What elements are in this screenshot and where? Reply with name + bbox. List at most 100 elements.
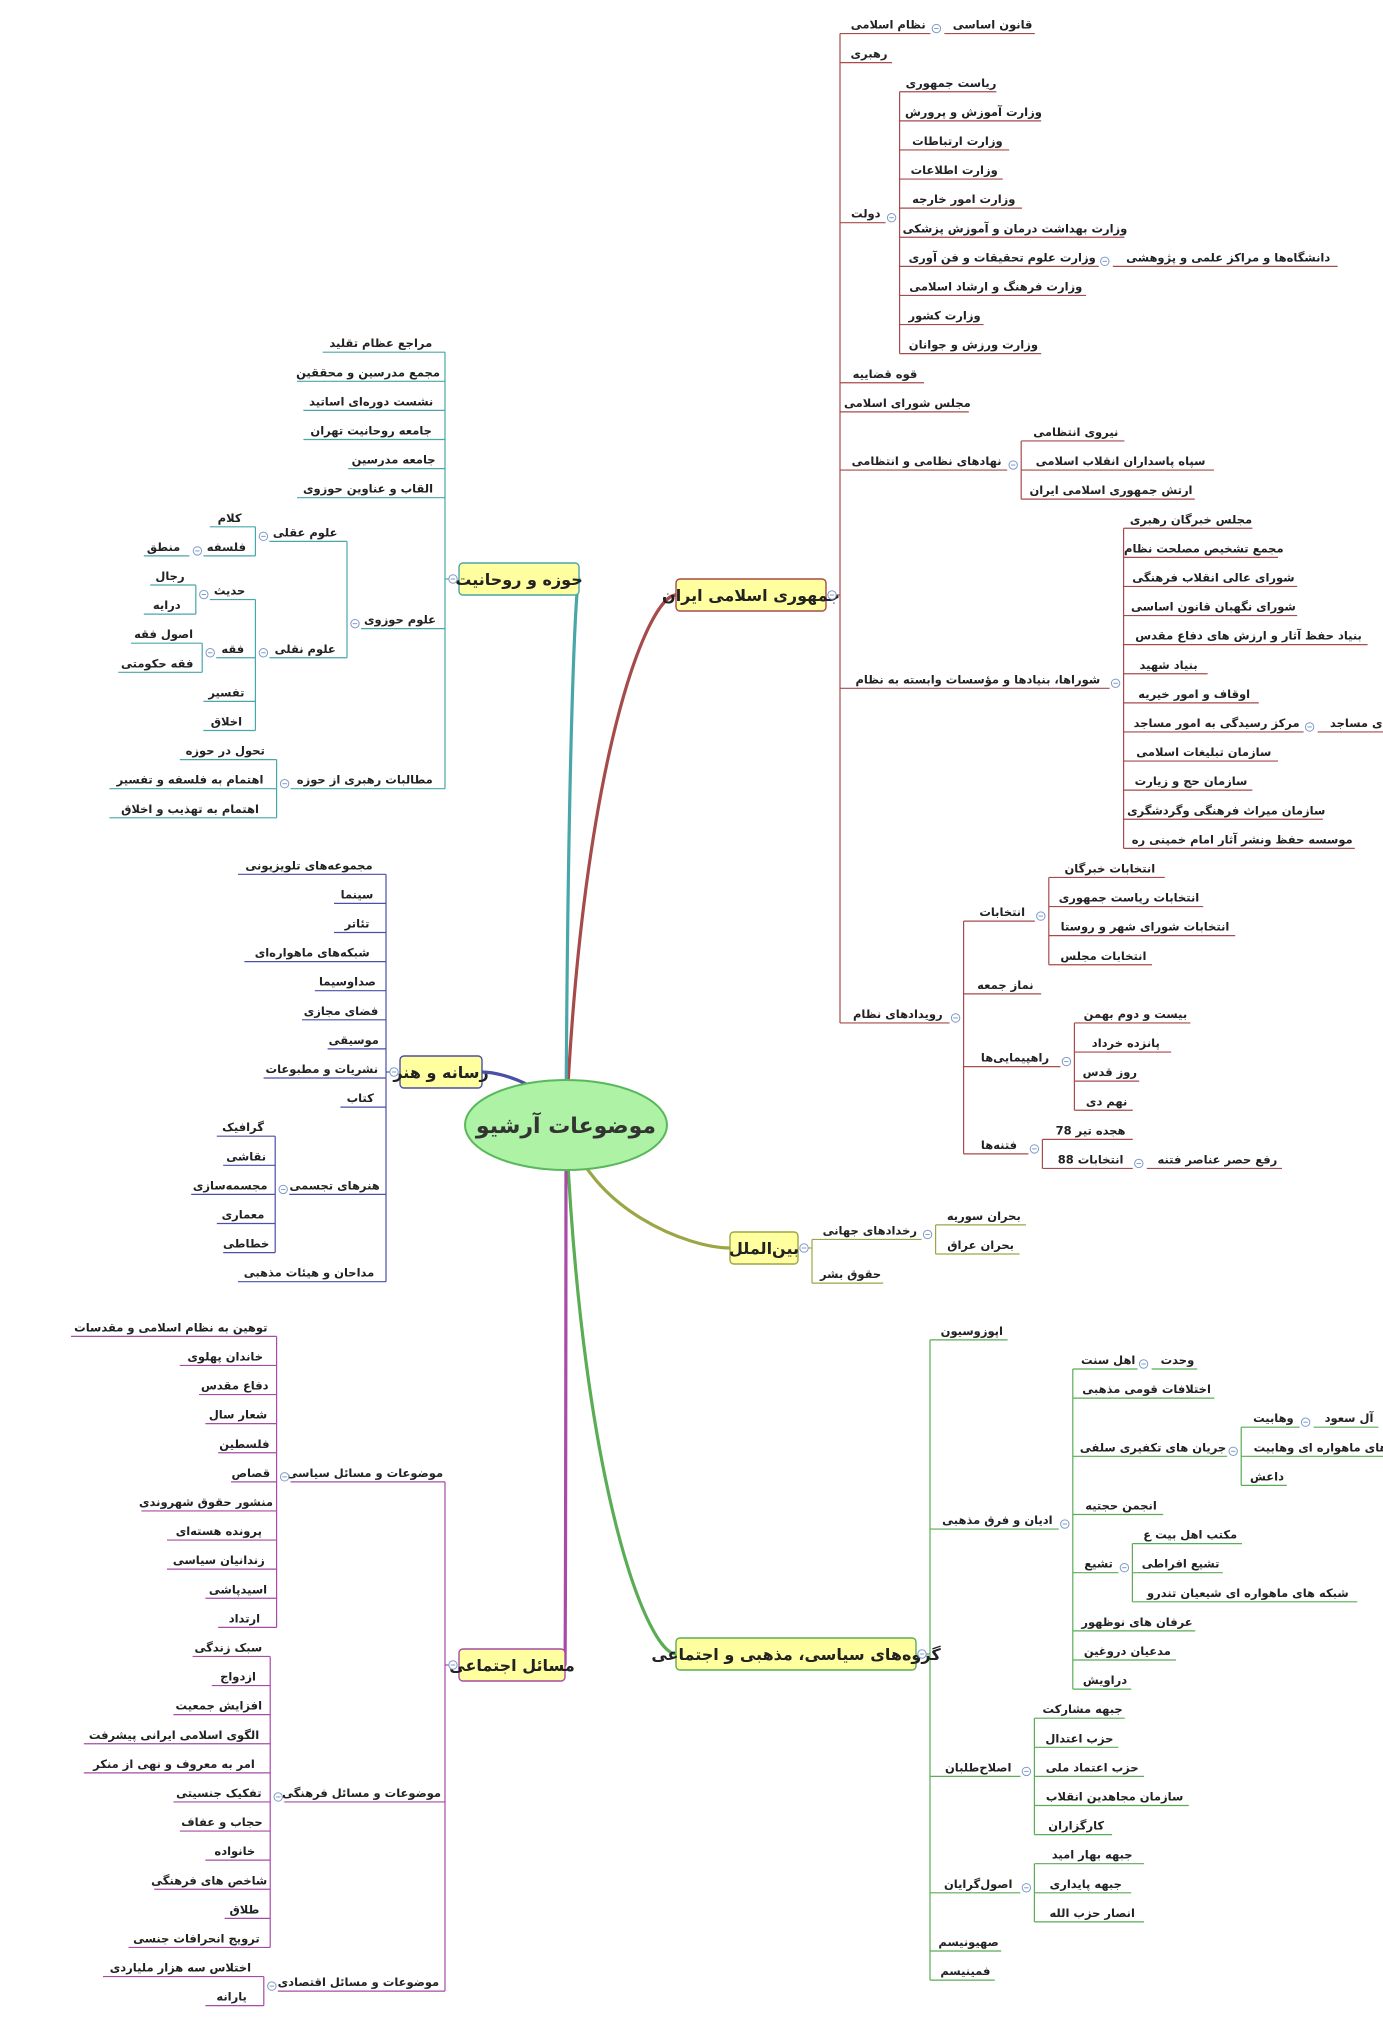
collapse-toggle-icon[interactable] bbox=[1021, 1766, 1032, 1777]
collapse-toggle-icon[interactable] bbox=[448, 1660, 458, 1670]
collapse-toggle-icon[interactable] bbox=[448, 574, 458, 584]
collapse-toggle-icon[interactable] bbox=[350, 618, 360, 629]
collapse-toggle-icon[interactable] bbox=[279, 779, 290, 789]
topic-افزایش-جمعیت[interactable]: افزایش جمعیت bbox=[173, 1699, 271, 1716]
topic-پرونده-هسته-ای[interactable]: پرونده هسته‌ای bbox=[167, 1524, 277, 1541]
topic-هجده-تیر-78[interactable]: هجده تیر 78 bbox=[1042, 1123, 1133, 1140]
topic-تشیع[interactable]: تشیع bbox=[1072, 1557, 1119, 1574]
topic-نیروی-انتظامی[interactable]: نیروی انتظامی bbox=[1021, 425, 1125, 442]
topic-مرکز-رسیدگی-به-امور-مساجد[interactable]: مرکز رسیدگی به امور مساجد bbox=[1123, 716, 1304, 733]
topic-وحدت[interactable]: وحدت bbox=[1151, 1353, 1198, 1370]
topic-تفکیک-جنسیتی[interactable]: تفکیک جنسیتی bbox=[173, 1786, 271, 1803]
topic-وهابیت[interactable]: وهابیت bbox=[1241, 1411, 1300, 1428]
topic-منطق[interactable]: منطق bbox=[143, 540, 190, 557]
collapse-toggle-icon[interactable] bbox=[1300, 1417, 1311, 1427]
topic-اختلافات-قومی-مذهبی[interactable]: اختلافات قومی مذهبی bbox=[1072, 1382, 1215, 1399]
topic-مداحان-و-هیئات-مذهبی[interactable]: مداحان و هیئات مذهبی bbox=[238, 1266, 386, 1283]
collapse-toggle-icon[interactable] bbox=[931, 23, 942, 34]
main-topic-حوزه-و-روحانیت[interactable]: حوزه و روحانیت bbox=[455, 562, 583, 596]
topic-شعار-سال[interactable]: شعار سال bbox=[205, 1408, 277, 1425]
topic-گرافیک[interactable]: گرافیک bbox=[216, 1120, 276, 1137]
topic-سپاه-پاسداران-انقلاب-اسلامی[interactable]: سپاه پاسداران انقلاب اسلامی bbox=[1021, 454, 1214, 471]
topic-حزب-اعتماد-ملی[interactable]: حزب اعتماد ملی bbox=[1034, 1760, 1144, 1778]
topic-انصار-حزب-الله[interactable]: انصار حزب الله bbox=[1034, 1906, 1144, 1923]
topic-انتخابات-مجلس[interactable]: انتخابات مجلس bbox=[1048, 949, 1152, 966]
topic-ارتداد[interactable]: ارتداد bbox=[218, 1611, 277, 1628]
central-topic-bubble[interactable] bbox=[464, 1079, 668, 1171]
topic-اهتمام-به-تهذیب-و-اخلاق[interactable]: اهتمام به تهذیب و اخلاق bbox=[109, 802, 277, 819]
topic-وزارت-اطلاعات[interactable]: وزارت اطلاعات bbox=[899, 163, 1003, 180]
collapse-toggle-icon[interactable] bbox=[389, 1067, 399, 1077]
topic-بنیاد-حفظ-آثار-و-ارزش-های-دفاع-مقدس[interactable]: بنیاد حفظ آثار و ارزش های دفاع مقدس bbox=[1123, 629, 1368, 646]
topic-جامعه-مدرسین[interactable]: جامعه مدرسین bbox=[348, 453, 445, 470]
collapse-toggle-icon[interactable] bbox=[258, 648, 269, 658]
topic-وزارت-آموزش-و-پرورش[interactable]: وزارت آموزش و پرورش bbox=[899, 105, 1042, 122]
topic-علوم-عقلی[interactable]: علوم عقلی bbox=[269, 525, 347, 542]
topic-شورای-عالی-انقلاب-فرهنگی[interactable]: شورای عالی انقلاب فرهنگی bbox=[1123, 570, 1298, 588]
topic-مجلس-شورای-اسلامی[interactable]: مجلس شورای اسلامی bbox=[840, 396, 971, 413]
collapse-toggle-icon[interactable] bbox=[827, 590, 837, 600]
topic-انجمن-حجتیه[interactable]: انجمن حجتیه bbox=[1072, 1499, 1164, 1516]
main-topic-مسائل-اجتماعی[interactable]: مسائل اجتماعی bbox=[449, 1648, 575, 1682]
topic-انتخابات-88[interactable]: انتخابات 88 bbox=[1042, 1152, 1133, 1170]
topic-قانون-اساسی[interactable]: قانون اساسی bbox=[944, 18, 1035, 35]
topic-بیست-و-دوم-بهمن[interactable]: بیست و دوم بهمن bbox=[1074, 1007, 1191, 1024]
topic-علوم-حوزوی[interactable]: علوم حوزوی bbox=[361, 613, 445, 630]
topic-فضای-مجازی[interactable]: فضای مجازی bbox=[302, 1004, 386, 1021]
topic-مجلس-خبرگان-رهبری[interactable]: مجلس خبرگان رهبری bbox=[1123, 512, 1253, 529]
topic-دفاع-مقدس[interactable]: دفاع مقدس bbox=[199, 1379, 277, 1396]
topic-اوقاف-و-امور-خیریه[interactable]: اوقاف و امور خیریه bbox=[1123, 687, 1259, 704]
topic-قوه-قضاییه[interactable]: قوه قضاییه bbox=[840, 367, 924, 384]
collapse-toggle-icon[interactable] bbox=[1228, 1446, 1238, 1457]
topic-رجال[interactable]: رجال bbox=[150, 569, 196, 586]
topic-مکتب-اهل-بیت-ع[interactable]: مکتب اهل بیت ع bbox=[1132, 1528, 1242, 1545]
topic-اخلاق[interactable]: اخلاق bbox=[203, 715, 256, 732]
topic-حزب-اعتدال[interactable]: حزب اعتدال bbox=[1034, 1731, 1119, 1748]
topic-اپوزوسیون[interactable]: اپوزوسیون bbox=[930, 1324, 1008, 1341]
topic-علوم-نقلی[interactable]: علوم نقلی bbox=[269, 642, 347, 659]
collapse-toggle-icon[interactable] bbox=[1061, 1056, 1072, 1067]
main-topic-گروه-های-سیاسی،-مذهبی-و-اجتماعی[interactable]: گروه‌های سیاسی، مذهبی و اجتماعی bbox=[651, 1637, 941, 1671]
topic-ارتش-جمهوری-اسلامی-ایران[interactable]: ارتش جمهوری اسلامی ایران bbox=[1021, 483, 1195, 500]
topic-تفسیر[interactable]: تفسیر bbox=[203, 685, 256, 703]
topic-عرفان-های-نوظهور[interactable]: عرفان های نوظهور bbox=[1072, 1615, 1196, 1632]
topic-ریاست-جمهوری[interactable]: ریاست جمهوری bbox=[899, 76, 997, 93]
topic-کتاب[interactable]: کتاب bbox=[340, 1091, 386, 1108]
topic-وزارت-کشور[interactable]: وزارت کشور bbox=[899, 309, 984, 326]
collapse-toggle-icon[interactable] bbox=[1029, 1144, 1040, 1154]
topic-نشریات-و-مطبوعات[interactable]: نشریات و مطبوعات bbox=[263, 1062, 386, 1079]
collapse-toggle-icon[interactable] bbox=[1008, 460, 1018, 470]
topic-سازمان-میراث-فرهنگی-وگردشگری[interactable]: سازمان میراث فرهنگی وگردشگری bbox=[1123, 803, 1326, 820]
topic-بحران-سوریه[interactable]: بحران سوریه bbox=[935, 1209, 1026, 1226]
topic-نظام-اسلامی[interactable]: نظام اسلامی bbox=[840, 18, 931, 35]
topic-کانون-های-مساجد[interactable]: کانون‌های مساجد bbox=[1317, 716, 1383, 733]
topic-شبکه-های-ماهواره-ای-وهابیت[interactable]: شبکه های ماهواره ای وهابیت bbox=[1241, 1440, 1383, 1457]
topic-ادیان-و-فرق-مذهبی[interactable]: ادیان و فرق مذهبی bbox=[930, 1513, 1059, 1530]
topic-معماری[interactable]: معماری bbox=[216, 1208, 276, 1225]
topic-مجمع-مدرسین-و-محققین[interactable]: مجمع مدرسین و محققین bbox=[296, 365, 445, 382]
topic-فلسطین[interactable]: فلسطین bbox=[218, 1437, 277, 1454]
topic-پانزده-خرداد[interactable]: پانزده خرداد bbox=[1074, 1036, 1172, 1053]
topic-موضوعات-و-مسائل-فرهنگی[interactable]: موضوعات و مسائل فرهنگی bbox=[282, 1786, 445, 1803]
topic-اهل-سنت[interactable]: اهل سنت bbox=[1072, 1353, 1138, 1370]
collapse-toggle-icon[interactable] bbox=[1036, 911, 1046, 921]
topic-داعش[interactable]: داعش bbox=[1241, 1469, 1287, 1487]
topic-سازمان-مجاهدین-انقلاب[interactable]: سازمان مجاهدین انقلاب bbox=[1034, 1790, 1189, 1807]
topic-فمینیسم[interactable]: فمینیسم bbox=[930, 1964, 995, 1981]
topic-موسیقی[interactable]: موسیقی bbox=[327, 1033, 386, 1050]
topic-جبهه-بهار-امید[interactable]: جبهه بهار امید bbox=[1034, 1848, 1144, 1865]
collapse-toggle-icon[interactable] bbox=[950, 1013, 961, 1023]
topic-مجسمه-سازی[interactable]: مجسمه‌سازی bbox=[191, 1178, 276, 1196]
topic-وزارت-علوم-تحقیقات-و-فن-آوری[interactable]: وزارت علوم تحقیقات و فن آوری bbox=[899, 250, 1099, 267]
topic-نهم-دی[interactable]: نهم دی bbox=[1074, 1094, 1133, 1111]
collapse-toggle-icon[interactable] bbox=[799, 1243, 809, 1253]
topic-بحران-عراق[interactable]: بحران عراق bbox=[935, 1238, 1020, 1255]
topic-رهبری[interactable]: رهبری bbox=[840, 47, 892, 64]
collapse-toggle-icon[interactable] bbox=[1119, 1563, 1130, 1573]
topic-تشیع-افراطی[interactable]: تشیع افراطی bbox=[1132, 1557, 1223, 1574]
main-topic-رسانه-و-هنر[interactable]: رسانه و هنر bbox=[392, 1055, 489, 1089]
topic-القاب-و-عناوین-حوزوی[interactable]: القاب و عناوین حوزوی bbox=[297, 482, 445, 499]
topic-تئاتر[interactable]: تئاتر bbox=[334, 917, 386, 934]
topic-شورای-نگهبان-قانون-اساسی[interactable]: شورای نگهبان قانون اساسی bbox=[1123, 600, 1298, 617]
main-topic-بین-الملل[interactable]: بین‌الملل bbox=[729, 1231, 799, 1265]
